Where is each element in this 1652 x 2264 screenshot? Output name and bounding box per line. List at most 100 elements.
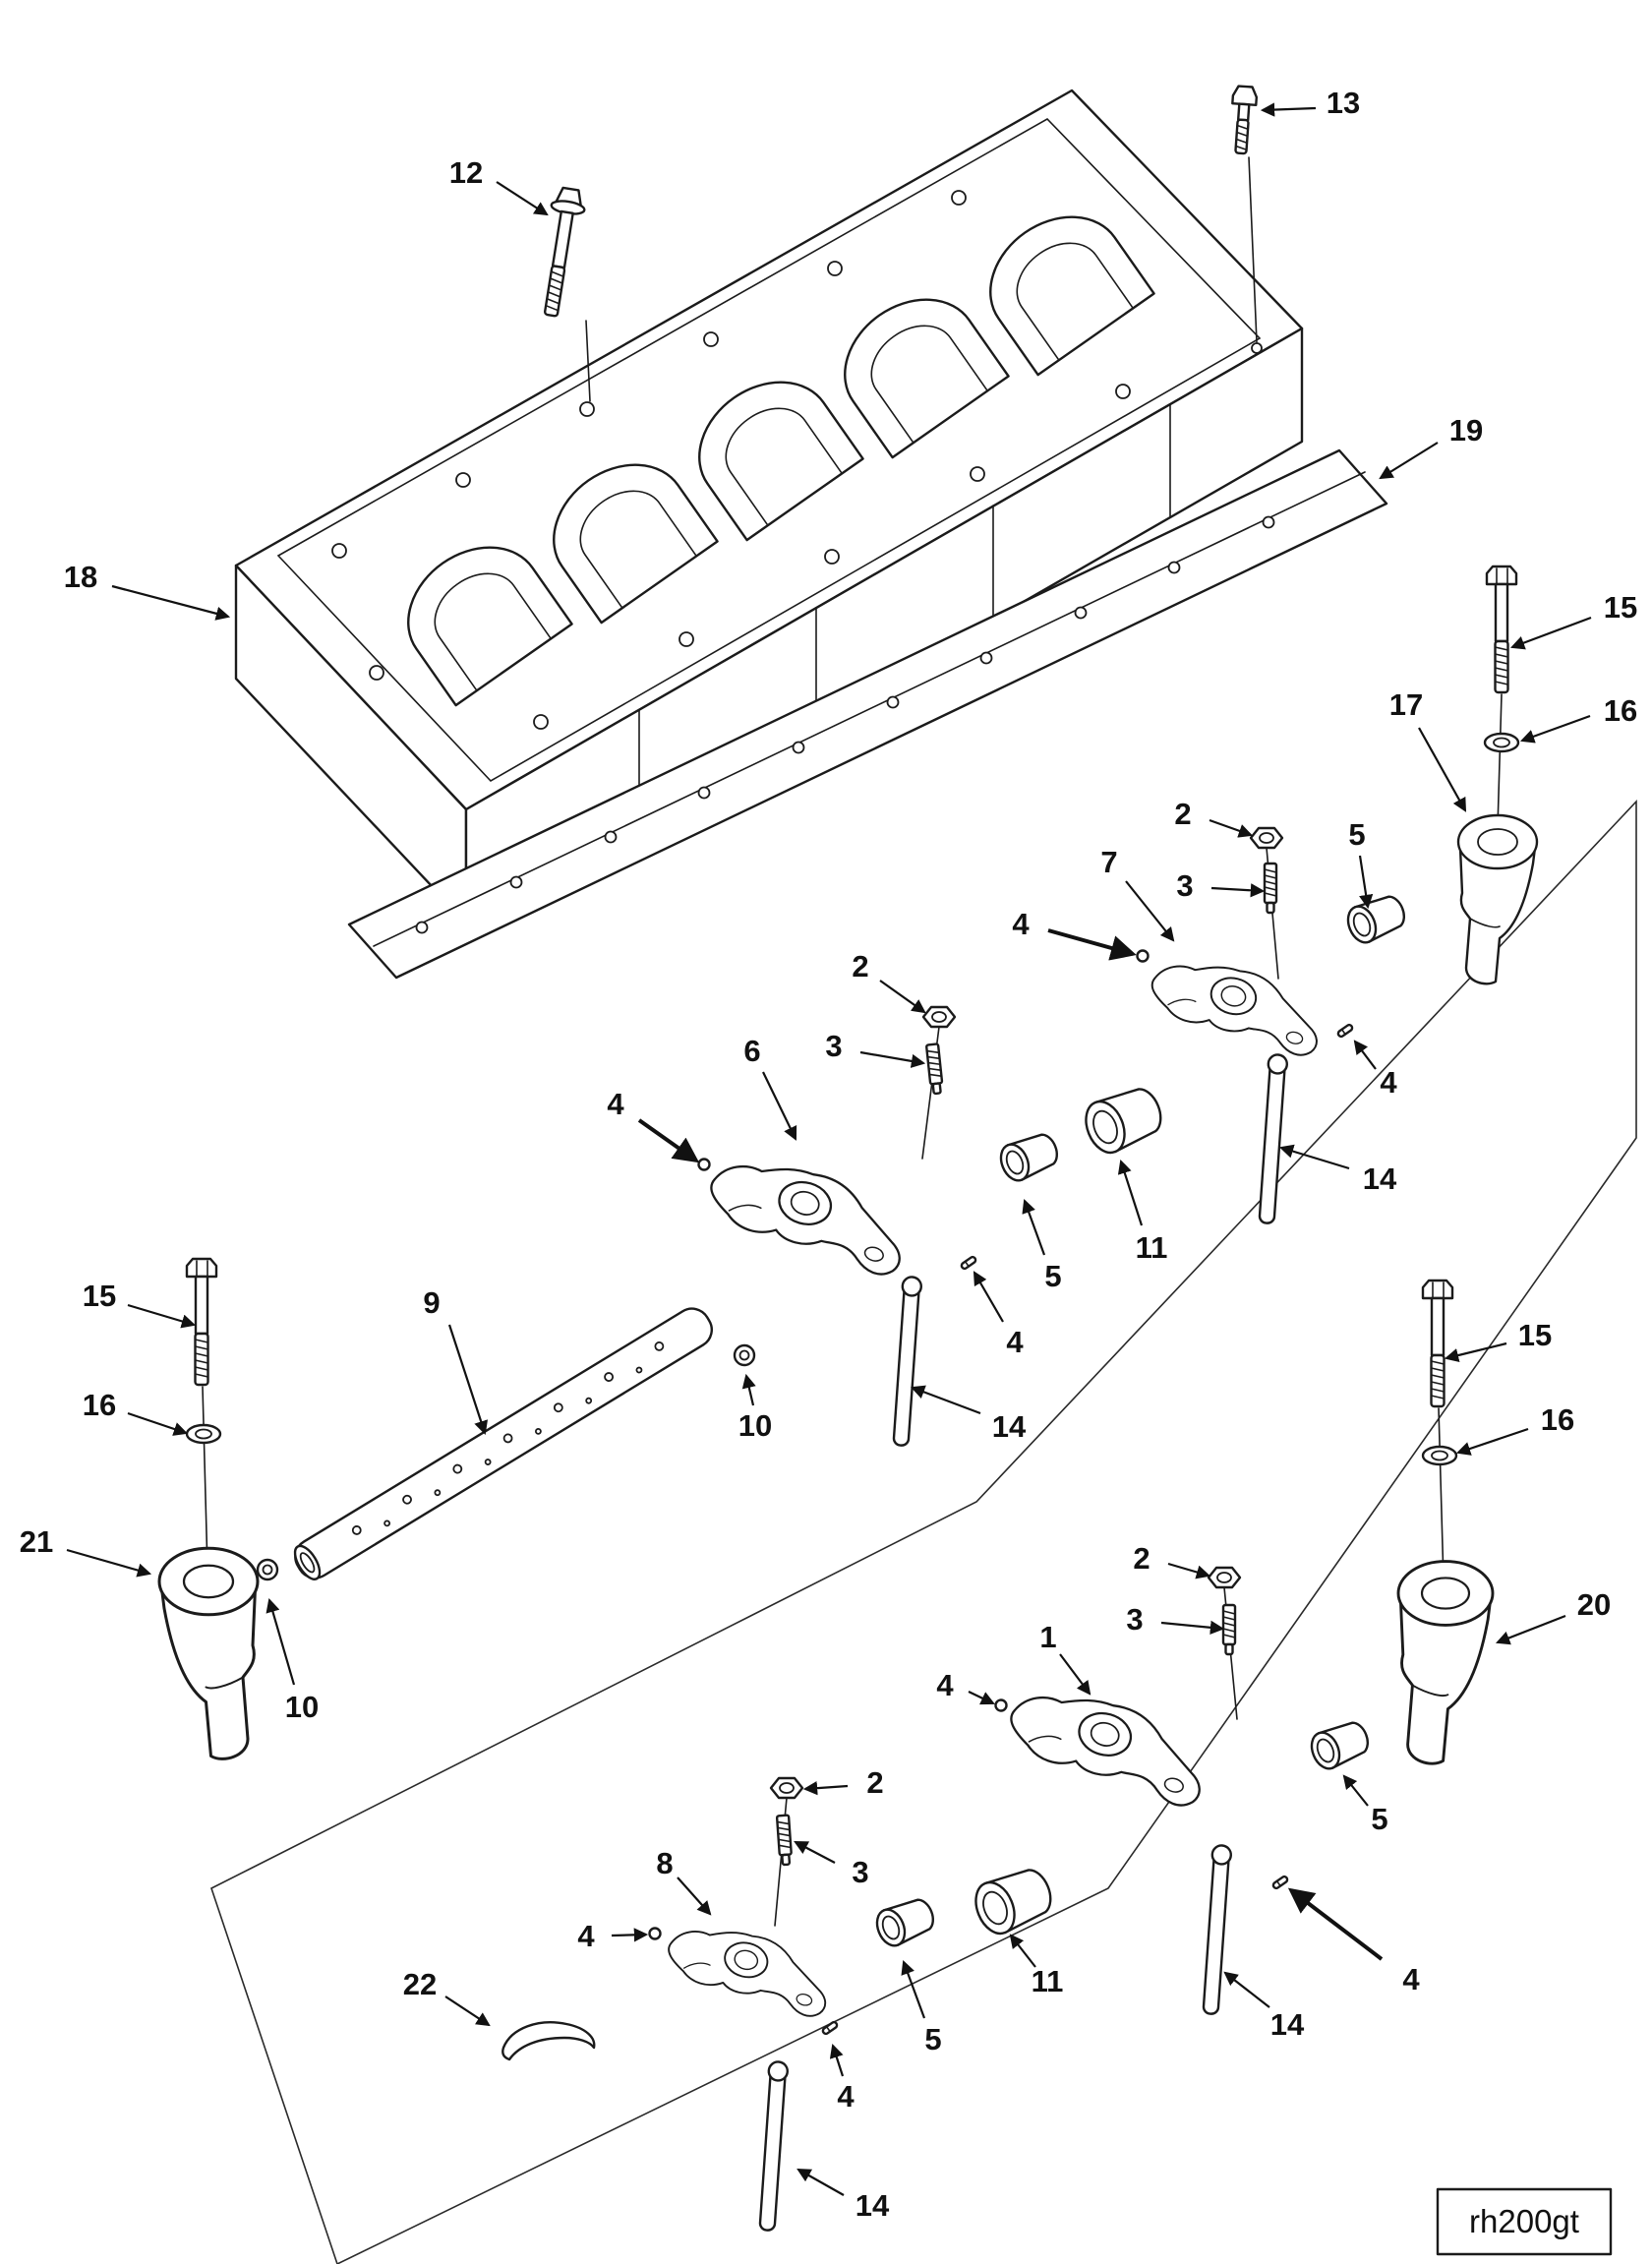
rocker-assembly-6	[697, 1005, 1170, 1448]
callout-11-a: 11	[1136, 1230, 1168, 1265]
callout-4-b: 4	[607, 1087, 624, 1121]
callout-15-a: 15	[1604, 590, 1637, 625]
callout-4-c: 4	[1006, 1325, 1024, 1359]
part-3-adjusting-screw	[924, 1043, 945, 1096]
cover-bolt-holes	[331, 190, 1263, 730]
part-3-adjusting-screw	[1221, 1603, 1237, 1656]
part-16-washer	[185, 1423, 222, 1445]
callout-3-b: 3	[825, 1029, 842, 1063]
part-4-ball	[994, 1698, 1008, 1712]
callout-2-c: 2	[1133, 1541, 1150, 1576]
part-1-rocker-arm	[999, 1677, 1217, 1812]
part-10-plug	[256, 1558, 279, 1581]
callout-11-b: 11	[1032, 1964, 1064, 1998]
callout-4-d: 4	[1380, 1065, 1397, 1100]
part-2-nut	[1249, 826, 1284, 850]
callout-14-d: 14	[856, 2188, 890, 2223]
callout-3-c: 3	[1126, 1602, 1143, 1637]
part-12-flange-bolt	[533, 185, 589, 320]
callout-7: 7	[1100, 845, 1117, 879]
part-11-bushing	[967, 1861, 1060, 1940]
part-7-rocker-arm	[1143, 949, 1330, 1060]
callout-4-g: 4	[1402, 1962, 1420, 1996]
callout-14-b: 14	[992, 1409, 1027, 1444]
callout-16-b: 16	[83, 1388, 116, 1422]
gasket-bolt-holes	[415, 515, 1275, 934]
part-4-pin	[820, 2019, 840, 2037]
part-8-rocker-arm	[660, 1915, 839, 2021]
part-2-nut	[921, 1005, 957, 1029]
callout-18: 18	[64, 560, 97, 594]
callout-8: 8	[656, 1846, 673, 1880]
callout-4-a: 4	[1012, 907, 1030, 941]
callout-2-d: 2	[866, 1765, 883, 1800]
part-4-pin	[1270, 1874, 1290, 1891]
callout-5-c: 5	[1371, 1802, 1387, 1836]
part-20-bracket	[1396, 1560, 1495, 1765]
part-14-push-rod	[756, 2059, 790, 2233]
callout-20: 20	[1577, 1587, 1611, 1622]
part-5-bushing	[1341, 889, 1411, 948]
part-10-plug	[733, 1343, 756, 1367]
callout-14-c: 14	[1270, 2007, 1305, 2042]
part-13-bolt	[1227, 84, 1259, 155]
part-15-bolt	[1485, 565, 1518, 694]
callout-leader-lines	[66, 102, 1592, 2196]
part-3-adjusting-screw	[775, 1814, 794, 1867]
bolt-13-centerline	[1248, 156, 1258, 343]
rocker-assembly-7	[1136, 826, 1411, 1225]
callout-19: 19	[1449, 413, 1483, 447]
callout-16-a: 16	[1604, 693, 1637, 728]
part-14-push-rod	[1256, 1052, 1289, 1225]
part-14-push-rod	[1200, 1843, 1233, 2016]
callout-2-a: 2	[1174, 797, 1191, 831]
head-plane-outline	[210, 799, 1637, 2264]
callout-12: 12	[449, 155, 483, 190]
callout-1: 1	[1039, 1620, 1056, 1654]
callout-5-a: 5	[1348, 817, 1365, 852]
figure-code-text: rh200gt	[1469, 2203, 1579, 2239]
part-15-bolt	[185, 1257, 218, 1387]
part-19-cover-gasket	[347, 448, 1388, 980]
callout-10-a: 10	[738, 1408, 772, 1443]
part-4-ball	[1136, 949, 1150, 963]
part-16-washer	[1421, 1445, 1458, 1466]
part-5-bushing	[1305, 1715, 1375, 1774]
callout-6: 6	[743, 1034, 760, 1068]
part-5-bushing	[994, 1127, 1064, 1186]
callout-22: 22	[403, 1967, 437, 2001]
shaft-oil-holes	[351, 1341, 665, 1535]
diagram-line-art	[157, 84, 1637, 2264]
pedestal-stack-left	[157, 1257, 279, 1760]
part-6-rocker-arm	[699, 1146, 917, 1281]
callout-5-d: 5	[924, 2022, 941, 2056]
callout-3-d: 3	[852, 1855, 868, 1889]
callout-4-h: 4	[837, 2079, 855, 2114]
part-11-bushing	[1077, 1080, 1170, 1160]
callout-13: 13	[1327, 86, 1360, 120]
part-2-nut	[1207, 1566, 1242, 1589]
part-5-bushing	[870, 1892, 940, 1951]
callout-16-c: 16	[1541, 1402, 1574, 1437]
callout-4-e: 4	[936, 1668, 954, 1702]
pedestal-stack-top-right	[1456, 565, 1539, 985]
part-14-push-rod	[890, 1275, 923, 1448]
callout-15-b: 15	[83, 1279, 116, 1313]
callout-labels: 12 13 19 18 15 16 17 2 5 7 3 4 2 6 3 4 5…	[20, 86, 1637, 2223]
callout-15-c: 15	[1518, 1318, 1552, 1352]
callout-21: 21	[20, 1524, 53, 1559]
callout-2-b: 2	[852, 949, 868, 983]
bolt-12-centerline	[585, 320, 591, 402]
callout-9: 9	[423, 1285, 440, 1320]
callout-3-a: 3	[1176, 868, 1193, 903]
pedestal-stack-right	[1396, 1279, 1495, 1765]
part-4-ball	[648, 1927, 662, 1940]
figure-code-box: rh200gt	[1436, 2187, 1613, 2256]
part-4-ball	[697, 1158, 711, 1171]
callout-17: 17	[1389, 687, 1423, 722]
part-9-rocker-shaft	[293, 1307, 713, 1580]
part-21-bracket	[157, 1546, 260, 1760]
part-2-nut	[769, 1776, 804, 1800]
part-4-pin	[1335, 1022, 1355, 1040]
